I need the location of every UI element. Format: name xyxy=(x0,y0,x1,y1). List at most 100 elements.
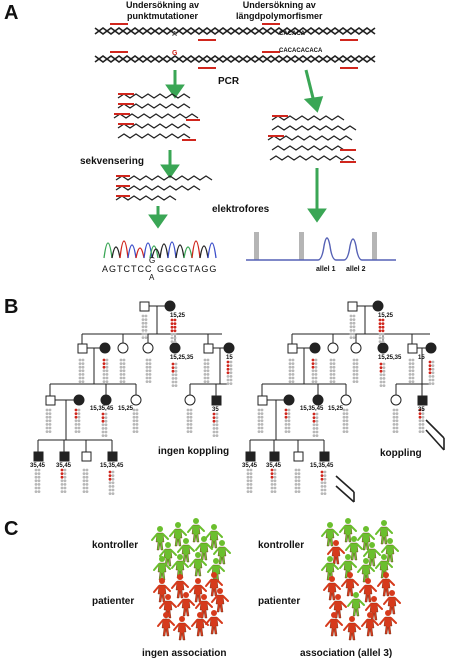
allele-marker-dot xyxy=(352,325,356,329)
allele-marker-dot xyxy=(291,380,295,383)
allele-marker-dot xyxy=(60,479,64,483)
allele-marker-dot xyxy=(257,408,261,412)
allele-marker-dot xyxy=(122,365,126,369)
allele-marker-dot xyxy=(48,415,52,419)
allele-marker-dot xyxy=(48,408,52,412)
allele-marker-dot xyxy=(34,483,38,486)
allele-marker-dot xyxy=(395,419,399,423)
allele-marker-dot xyxy=(122,358,126,362)
allele-marker-dot xyxy=(260,426,264,430)
allele-marker-dot xyxy=(287,430,291,433)
allele-marker-dot xyxy=(226,371,230,375)
allele-marker-dot xyxy=(145,369,149,373)
allele-marker-dot xyxy=(392,412,396,415)
allele-marker-dot xyxy=(48,423,52,426)
allele-marker-dot xyxy=(260,408,264,412)
allele-marker-dot xyxy=(189,430,193,433)
allele-2-label: allel 2 xyxy=(346,266,366,273)
allele-marker-dot xyxy=(170,325,174,329)
allele-marker-dot xyxy=(48,419,52,423)
allele-marker-dot xyxy=(312,427,316,430)
allele-marker-dot xyxy=(101,434,105,437)
panel-a-letter: A xyxy=(4,2,19,24)
allele-marker-dot xyxy=(101,427,105,430)
allele-marker-dot xyxy=(37,483,41,486)
allele-marker-dot xyxy=(132,408,136,412)
controls-label-left: kontroller xyxy=(92,540,139,551)
allele-marker-dot xyxy=(378,336,382,340)
allele-marker-dot xyxy=(314,365,318,369)
allele-marker-dot xyxy=(342,430,346,433)
pedigree-right xyxy=(245,300,445,503)
allele-marker-dot xyxy=(352,380,356,383)
allele-marker-dot xyxy=(428,364,432,367)
allele-marker-dot xyxy=(108,488,112,492)
allele-marker-dot xyxy=(345,415,349,419)
allele-marker-dot xyxy=(395,423,399,426)
allele-marker-dot xyxy=(105,365,109,369)
allele-marker-dot xyxy=(382,373,386,377)
person-figure xyxy=(343,616,361,641)
allele-marker-dot xyxy=(78,365,82,369)
allele-marker-dot xyxy=(144,321,148,325)
allele-marker-dot xyxy=(342,415,346,419)
allele-marker-dot xyxy=(395,430,399,433)
allele-marker-dot xyxy=(173,333,177,336)
allele-marker-dot xyxy=(329,380,333,383)
allele-marker-dot xyxy=(381,329,385,333)
allele-marker-dot xyxy=(229,375,233,378)
allele-marker-dot xyxy=(102,358,106,362)
allele-marker-dot xyxy=(288,369,292,373)
allele-marker-dot xyxy=(173,325,177,329)
allele-marker-dot xyxy=(104,416,108,419)
allele-marker-dot xyxy=(77,412,81,415)
allele-marker-dot xyxy=(273,483,277,486)
allele-marker-dot xyxy=(60,486,64,490)
allele-marker-dot xyxy=(378,340,382,343)
allele-marker-dot xyxy=(173,340,177,343)
allele-marker-dot xyxy=(355,376,359,380)
allele-marker-dot xyxy=(148,358,152,362)
allele-marker-dot xyxy=(119,376,123,380)
person-figure xyxy=(157,612,175,637)
allele-marker-dot xyxy=(189,408,193,412)
allele-marker-dot xyxy=(141,318,145,321)
allele-marker-dot xyxy=(104,434,108,437)
pcr-products-right xyxy=(267,115,357,161)
allele-marker-dot xyxy=(249,479,253,483)
allele-marker-dot xyxy=(421,415,425,419)
allele-marker-dot xyxy=(186,415,190,419)
allele-marker-dot xyxy=(287,419,291,423)
allele-marker-dot xyxy=(323,481,327,485)
allele-marker-dot xyxy=(332,380,336,383)
allele-marker-dot xyxy=(203,358,207,362)
allele-marker-dot xyxy=(135,408,139,412)
allele-marker-dot xyxy=(329,365,333,369)
allele-marker-dot xyxy=(108,492,112,495)
allele-marker-dot xyxy=(77,408,81,412)
person-figure xyxy=(171,554,189,579)
allele-marker-dot xyxy=(329,362,333,365)
allele-marker-dot xyxy=(392,419,396,423)
allele-marker-dot xyxy=(171,362,175,366)
allele-marker-dot xyxy=(102,376,106,380)
allele-marker-dot xyxy=(288,362,292,365)
allele-marker-dot xyxy=(206,362,210,365)
allele-marker-dot xyxy=(320,481,324,485)
allele-marker-dot xyxy=(212,412,216,416)
allele-marker-dot xyxy=(144,336,148,339)
allele-marker-dot xyxy=(111,485,115,488)
allele-marker-dot xyxy=(408,373,412,376)
person-figure xyxy=(173,616,191,641)
allele-marker-dot xyxy=(122,380,126,383)
allele-marker-dot xyxy=(206,376,210,380)
allele-marker-dot xyxy=(392,426,396,430)
allele-marker-dot xyxy=(288,365,292,369)
allele-marker-dot xyxy=(349,321,353,325)
allele-marker-dot xyxy=(119,373,123,376)
allele-marker-dot xyxy=(314,369,318,373)
allele-marker-dot xyxy=(411,362,415,365)
allele-marker-dot xyxy=(288,373,292,376)
allele-marker-dot xyxy=(145,365,149,369)
